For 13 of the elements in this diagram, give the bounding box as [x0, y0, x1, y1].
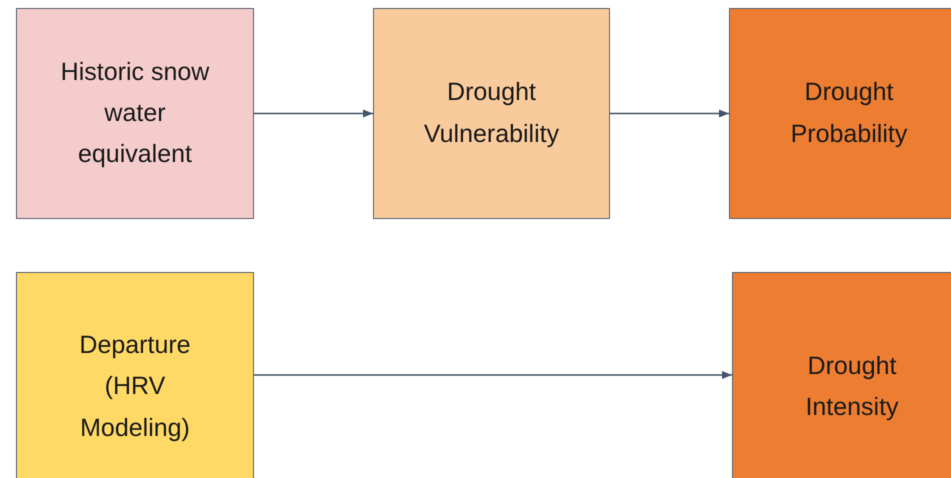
box-label: Drought Probability [790, 77, 908, 150]
process-box [729, 8, 951, 219]
box-label: Historic snow water equivalent [60, 56, 210, 170]
process-box [732, 272, 951, 478]
arrow [254, 371, 732, 379]
box-label: Departure (HRV Modeling) [78, 330, 192, 444]
arrow [610, 110, 729, 118]
process-box [16, 8, 254, 219]
arrow [254, 110, 373, 118]
box-label: Drought Intensity [804, 350, 900, 423]
process-box [373, 8, 610, 219]
process-box [16, 272, 254, 478]
box-label: Drought Vulnerability [422, 77, 560, 150]
